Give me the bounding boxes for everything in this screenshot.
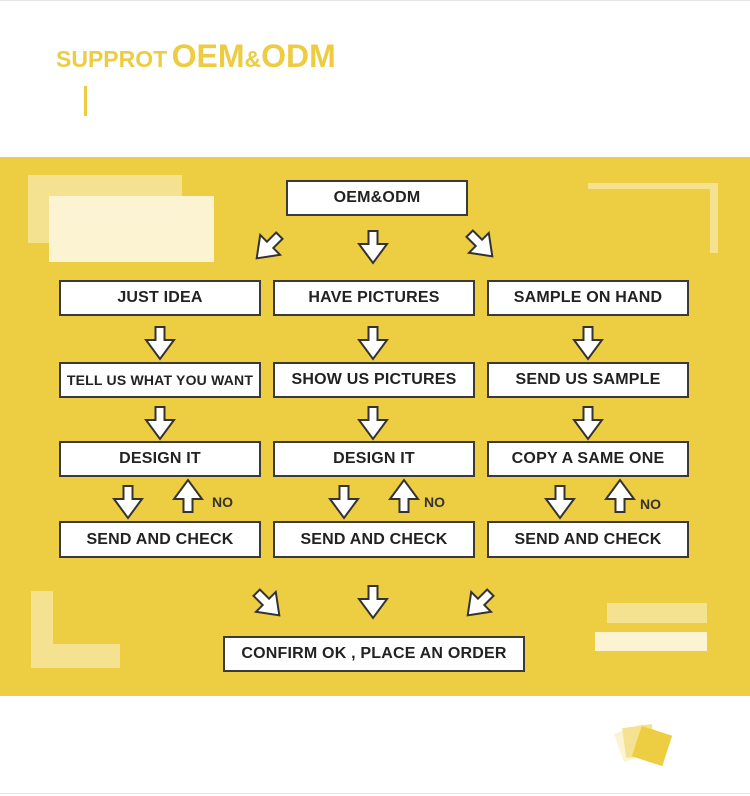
arrow-down-icon [358,406,388,440]
arrow-down-icon [145,326,175,360]
no-label-1: NO [212,494,233,510]
decor-corner-top-right-h [588,183,718,189]
decor-corner-top-right-v [710,183,718,253]
arrow-up-icon [173,479,203,513]
arrow-up-icon [389,479,419,513]
node-design-it-2: DESIGN IT [273,441,475,477]
node-send-and-check-2: SEND AND CHECK [273,521,475,558]
node-oem-odm: OEM&ODM [286,180,468,216]
arrow-down-icon [573,406,603,440]
stacked-squares-logo-icon [613,723,673,767]
title-prefix: SUPPROT [56,46,168,72]
decor-square-front [49,196,214,262]
node-just-idea: JUST IDEA [59,280,261,316]
arrow-down-icon [358,585,388,619]
arrow-down-icon [358,326,388,360]
page-title: SUPPROT OEM&ODM [56,38,336,75]
top-divider [0,0,750,1]
arrow-down-right-icon [245,581,291,627]
arrow-down-icon [573,326,603,360]
node-tell-us-what-you-want: TELL US WHAT YOU WANT [59,362,261,398]
title-odm: ODM [261,38,336,74]
arrow-up-icon [605,479,635,513]
decor-corner-bottom-left-h [31,644,120,668]
node-send-us-sample: SEND US SAMPLE [487,362,689,398]
node-confirm-place-order: CONFIRM OK , PLACE AN ORDER [223,636,525,672]
arrow-down-icon [145,406,175,440]
title-oem: OEM [171,38,245,74]
no-label-3: NO [640,496,661,512]
decor-bar-right-2 [595,632,707,651]
decor-bar-right-1 [607,603,707,623]
arrow-down-right-icon [458,222,504,268]
title-accent-bar [84,86,87,116]
title-ampersand: & [244,46,262,72]
node-send-and-check-3: SEND AND CHECK [487,521,689,558]
arrow-down-icon [113,485,143,519]
node-show-us-pictures: SHOW US PICTURES [273,362,475,398]
node-have-pictures: HAVE PICTURES [273,280,475,316]
arrow-down-left-icon [245,224,291,270]
arrow-down-icon [329,485,359,519]
node-design-it-1: DESIGN IT [59,441,261,477]
arrow-down-left-icon [456,581,502,627]
node-send-and-check-1: SEND AND CHECK [59,521,261,558]
bottom-divider [0,793,750,794]
node-copy-a-same-one: COPY A SAME ONE [487,441,689,477]
node-sample-on-hand: SAMPLE ON HAND [487,280,689,316]
arrow-down-icon [358,230,388,264]
no-label-2: NO [424,494,445,510]
arrow-down-icon [545,485,575,519]
